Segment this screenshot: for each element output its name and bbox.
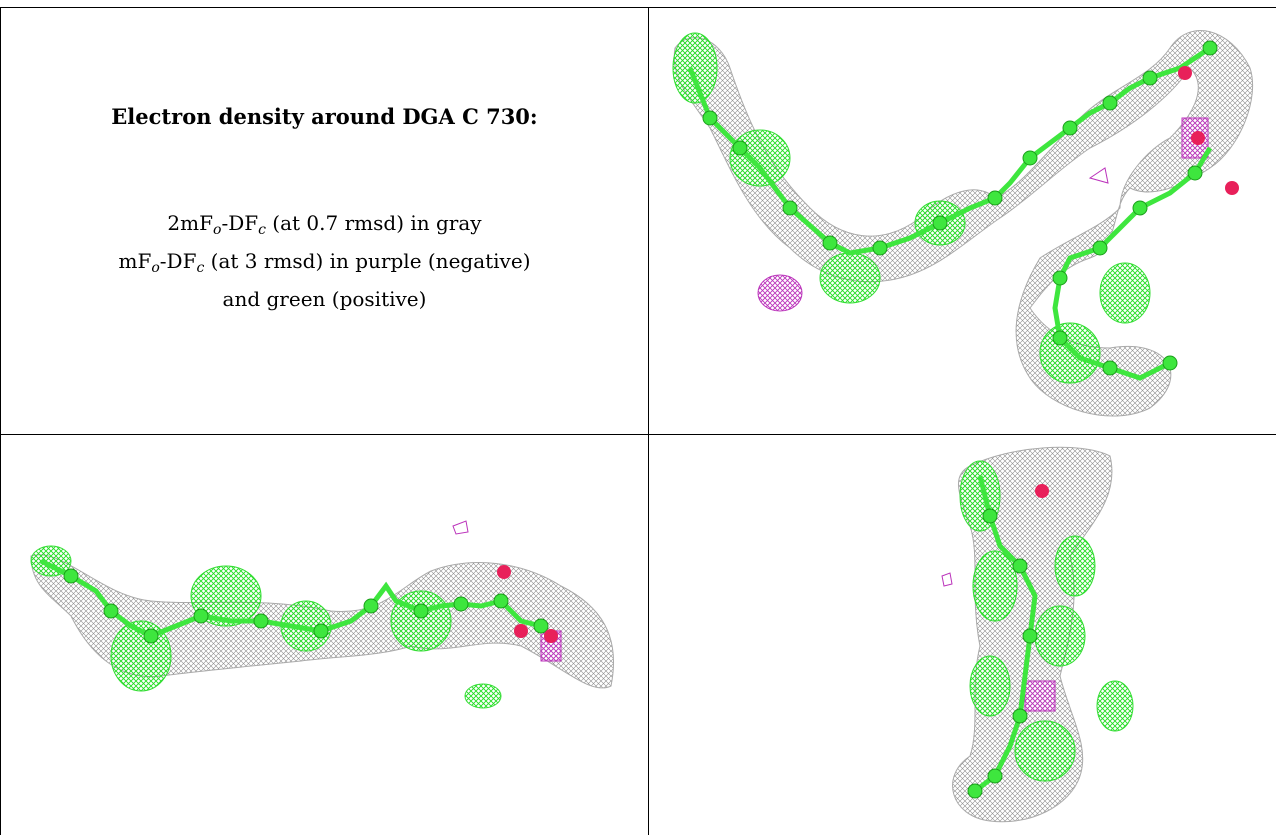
table-divider-vertical: [648, 7, 649, 835]
table-border-top: [0, 7, 1276, 8]
ligand-atoms: [702, 40, 1218, 376]
table-divider-horizontal: [0, 434, 1276, 435]
density-view-top-right: [650, 8, 1276, 432]
green-mesh: [959, 460, 1134, 782]
caption-line-2fo: 2mFo-DFc (at 0.7 rmsd) in gray: [167, 211, 482, 238]
ligand-atoms: [63, 568, 549, 644]
green-mesh: [672, 32, 1151, 384]
oxygen-atoms: [1178, 66, 1239, 195]
caption-line-positive: and green (positive): [222, 287, 427, 311]
oxygen-atoms: [497, 565, 558, 643]
purple-mesh: [941, 572, 1056, 712]
oxygen-atoms: [1035, 484, 1049, 498]
ligand-atoms: [967, 508, 1038, 799]
caption-title: Electron density around DGA C 730:: [111, 104, 538, 129]
caption-line-fo: mFo-DFc (at 3 rmsd) in purple (negative): [118, 249, 531, 276]
density-view-bottom-left: [1, 436, 648, 835]
caption-cell: Electron density around DGA C 730: 2mFo-…: [1, 8, 648, 432]
density-view-bottom-right: [650, 436, 1276, 835]
caption-description: 2mFo-DFc (at 0.7 rmsd) in gray mFo-DFc (…: [1, 208, 648, 315]
table-border-left: [0, 7, 1, 835]
